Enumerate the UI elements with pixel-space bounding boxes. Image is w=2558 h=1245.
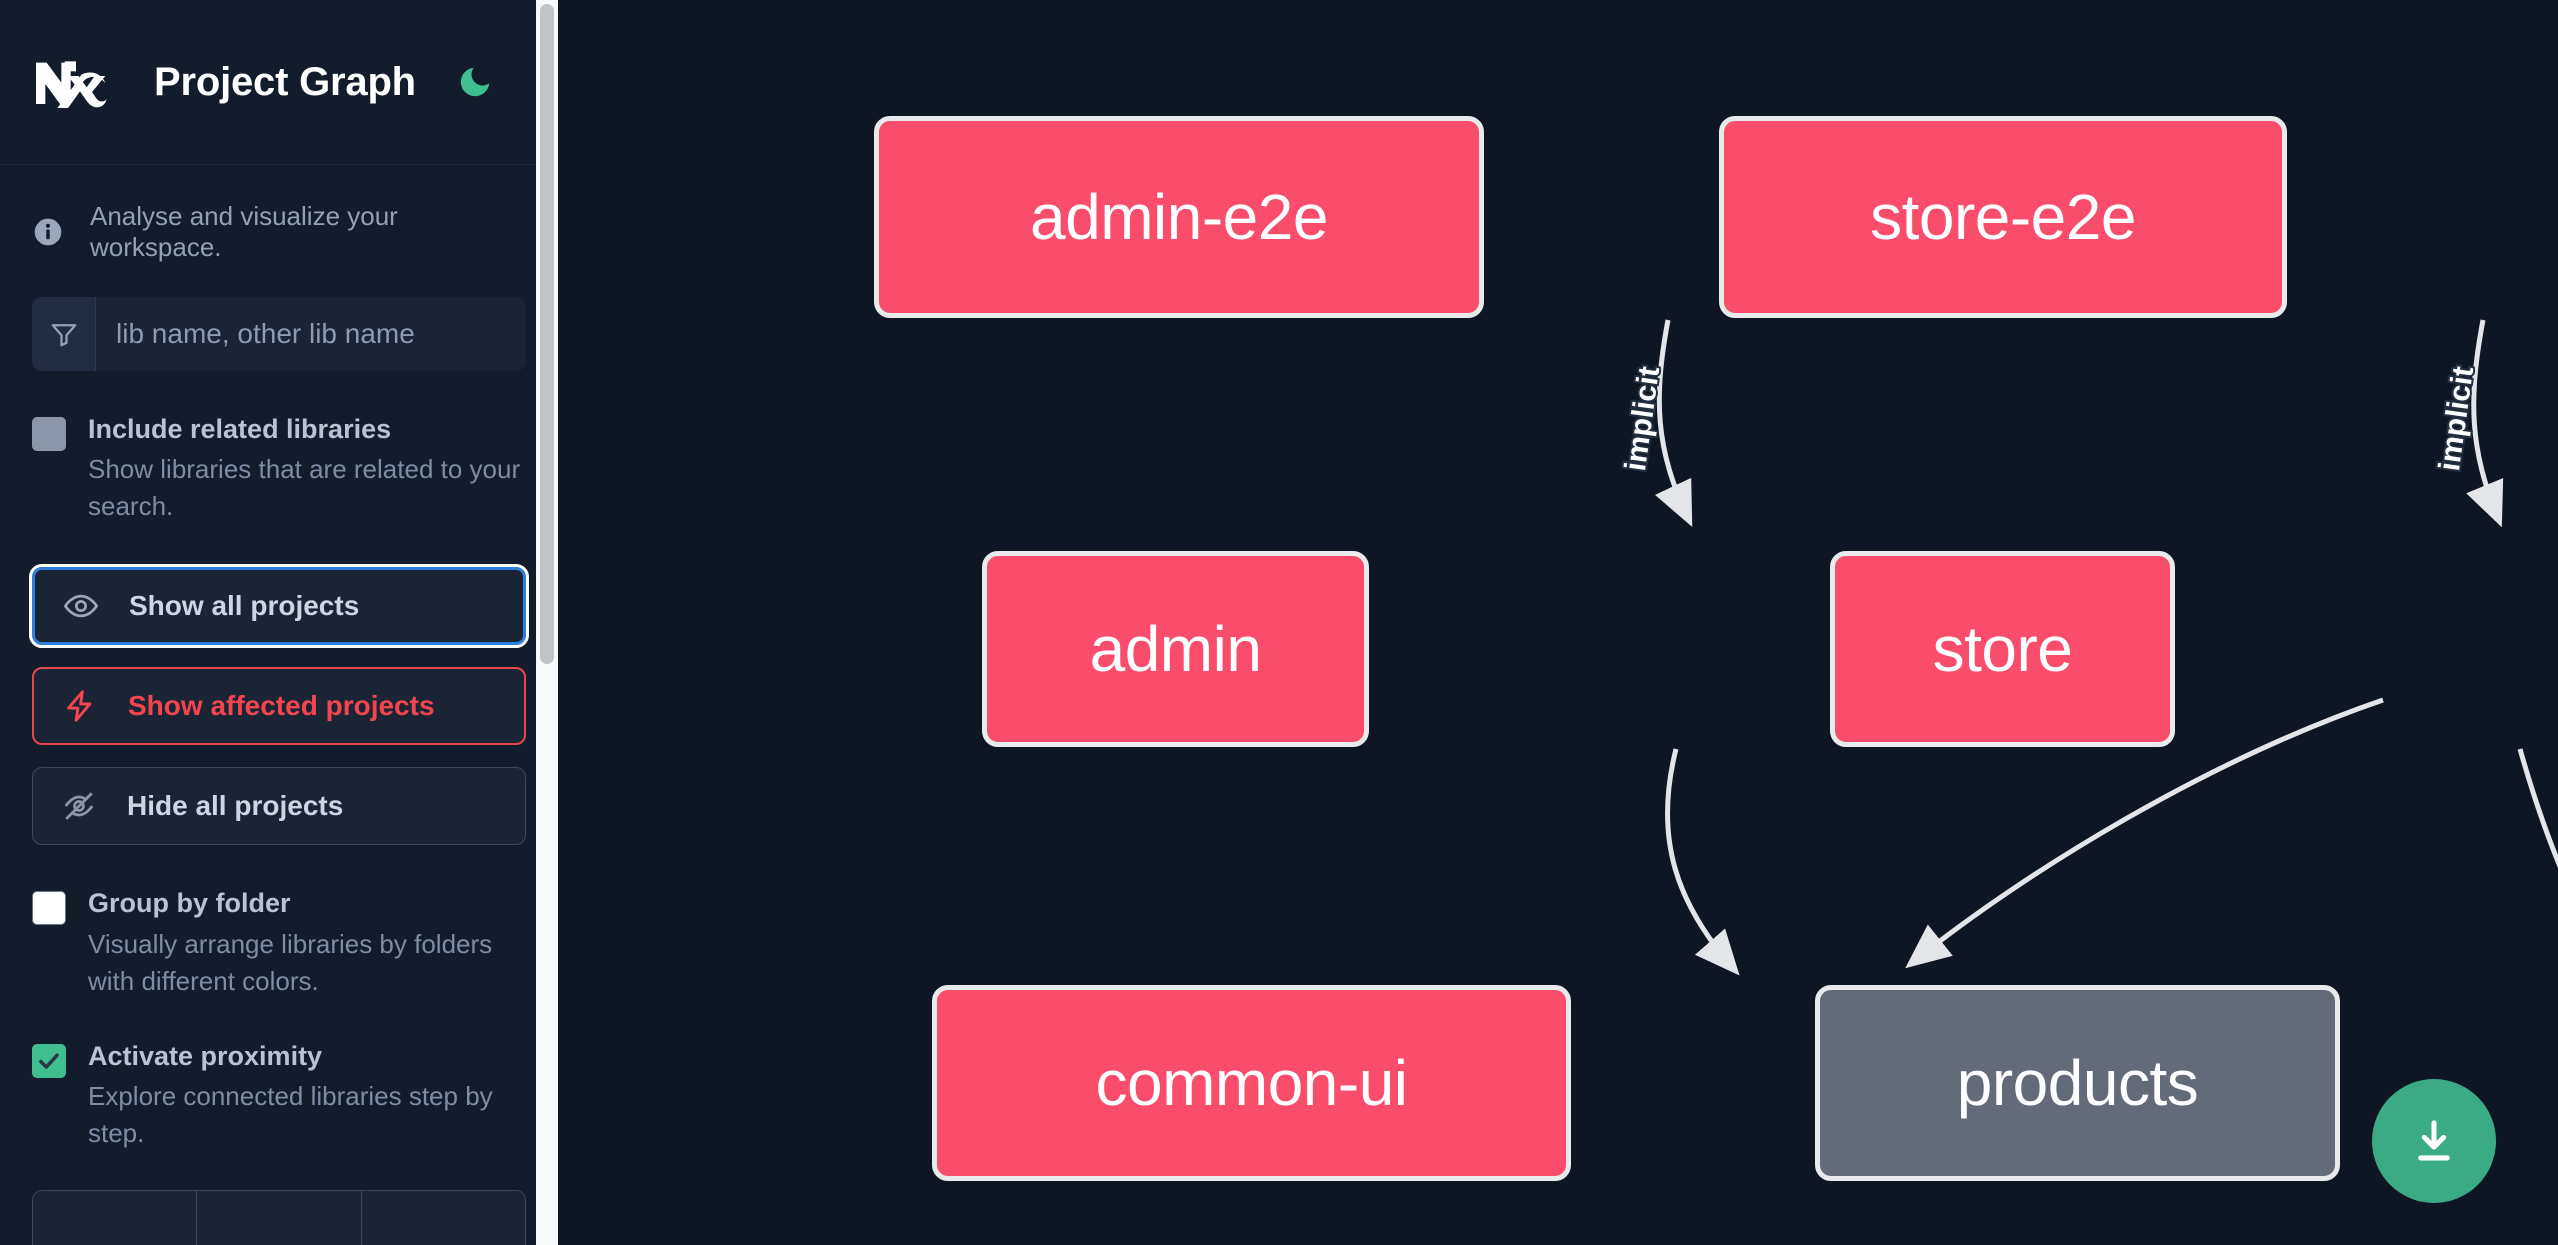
download-icon <box>2418 1120 2450 1161</box>
graph-node-admin-e2e[interactable]: admin-e2e <box>874 116 1484 318</box>
hide-all-projects-label: Hide all projects <box>127 790 344 822</box>
checkbox-label: Group by folder <box>88 888 291 919</box>
segment-3[interactable] <box>361 1190 525 1245</box>
show-affected-projects-label: Show affected projects <box>128 690 435 722</box>
checkbox-row-group-by-folder[interactable]: Group by folder Visually arrange librari… <box>32 885 526 999</box>
include-related-libraries-checkbox[interactable] <box>32 417 66 451</box>
checkbox-row-activate-proximity[interactable]: Activate proximity Explore connected lib… <box>32 1038 526 1152</box>
action-button-stack: Show all projects Show affected projects <box>29 564 529 846</box>
graph-node-products[interactable]: products <box>1815 985 2340 1181</box>
show-all-projects-button[interactable]: Show all projects <box>29 564 529 649</box>
edge-admin-to-common-ui <box>1664 748 1740 976</box>
sidebar-scrollbar[interactable] <box>536 0 558 1245</box>
node-label: admin-e2e <box>1030 181 1328 253</box>
page-title: Project Graph <box>154 59 416 104</box>
download-graph-button[interactable] <box>2372 1079 2496 1203</box>
graph-node-common-ui[interactable]: common-ui <box>932 985 1571 1181</box>
segment-1[interactable] <box>33 1190 198 1245</box>
edge-store-e2e-to-store <box>2466 319 2504 528</box>
eye-icon <box>63 588 99 624</box>
graph-edges-layer: implicit implicit <box>1617 319 2558 976</box>
show-all-projects-label: Show all projects <box>129 590 360 622</box>
workspace-info-row: Analyse and visualize your workspace. <box>0 165 558 297</box>
sidebar-scroll-area[interactable]: Project Graph Analyse and visualize yo <box>0 0 558 1245</box>
checkbox-description: Visually arrange libraries by folders wi… <box>88 928 493 996</box>
node-label: products <box>1956 1047 2199 1119</box>
node-label: admin <box>1089 613 1262 685</box>
sidebar-scrollbar-thumb[interactable] <box>540 4 554 664</box>
checkbox-label: Activate proximity <box>88 1040 323 1071</box>
graph-node-store-e2e[interactable]: store-e2e <box>1719 116 2287 318</box>
sidebar-body: Include related libraries Show libraries… <box>0 297 558 1245</box>
edge-store-to-products <box>2517 748 2558 869</box>
sidebar: Project Graph Analyse and visualize yo <box>0 0 558 1245</box>
funnel-filter-icon <box>32 297 96 371</box>
edge-admin-e2e-to-admin <box>1655 319 1693 528</box>
nx-logo-icon <box>32 56 112 108</box>
show-affected-projects-button[interactable]: Show affected projects <box>32 667 526 746</box>
activate-proximity-checkbox[interactable] <box>32 1043 66 1078</box>
info-circle-icon <box>32 216 64 248</box>
graph-canvas[interactable]: implicit implicit admin-e2e store-e2e ad… <box>558 0 2558 1245</box>
checkbox-label: Include related libraries <box>88 414 392 444</box>
segment-2[interactable] <box>197 1190 362 1245</box>
edge-store-to-common-ui <box>1905 697 2384 969</box>
checkbox-text: Include related libraries Show libraries… <box>88 411 526 525</box>
edge-label-layer: implicit implicit <box>1617 362 2482 475</box>
graph-node-admin[interactable]: admin <box>982 551 1369 747</box>
workspace-info-text: Analyse and visualize your workspace. <box>90 201 398 262</box>
hide-all-projects-button[interactable]: Hide all projects <box>32 767 526 846</box>
filter-bar[interactable] <box>32 297 526 371</box>
node-label: store-e2e <box>1870 181 2136 253</box>
node-label: store <box>1932 613 2073 685</box>
checkmark-icon <box>39 1052 59 1069</box>
graph-node-store[interactable]: store <box>1830 551 2175 747</box>
search-input[interactable] <box>96 297 526 371</box>
checkbox-description: Explore connected libraries step by step… <box>88 1080 493 1148</box>
checkbox-text: Group by folder Visually arrange librari… <box>88 885 526 999</box>
edge-label-implicit-2: implicit <box>2433 364 2480 473</box>
checkbox-description: Show libraries that are related to your … <box>88 454 521 522</box>
checkbox-text: Activate proximity Explore connected lib… <box>88 1038 526 1152</box>
eye-off-icon <box>61 788 97 824</box>
segmented-button-group[interactable] <box>32 1189 526 1245</box>
moon-icon[interactable] <box>456 63 494 101</box>
sidebar-header: Project Graph <box>0 0 558 165</box>
edge-label-implicit-1: implicit <box>1619 364 1666 473</box>
lightning-bolt-icon <box>62 688 98 724</box>
node-label: common-ui <box>1095 1047 1408 1119</box>
checkbox-row-include-related-libraries[interactable]: Include related libraries Show libraries… <box>32 411 526 525</box>
group-by-folder-checkbox[interactable] <box>32 891 66 926</box>
display-options-group: Group by folder Visually arrange librari… <box>32 885 526 1245</box>
